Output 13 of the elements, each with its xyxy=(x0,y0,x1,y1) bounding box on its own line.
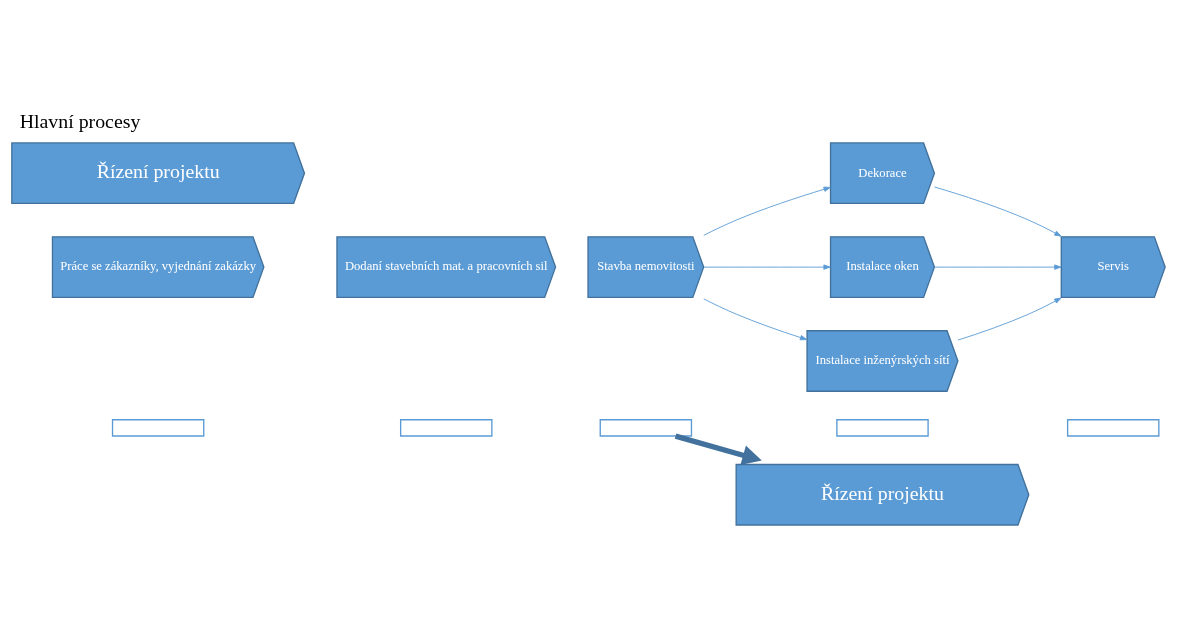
node-box xyxy=(111,419,205,437)
arrow xyxy=(957,297,1062,341)
arrow xyxy=(674,433,762,466)
arrow xyxy=(934,186,1062,237)
diagram-title: Hlavní procesy xyxy=(19,110,141,133)
arrow xyxy=(703,298,808,341)
node-box xyxy=(836,419,929,437)
arrow xyxy=(703,264,831,270)
arrow xyxy=(703,186,831,236)
node-box xyxy=(399,419,493,437)
node-box xyxy=(1066,419,1160,437)
arrow xyxy=(934,264,1062,270)
node-box xyxy=(599,419,693,437)
